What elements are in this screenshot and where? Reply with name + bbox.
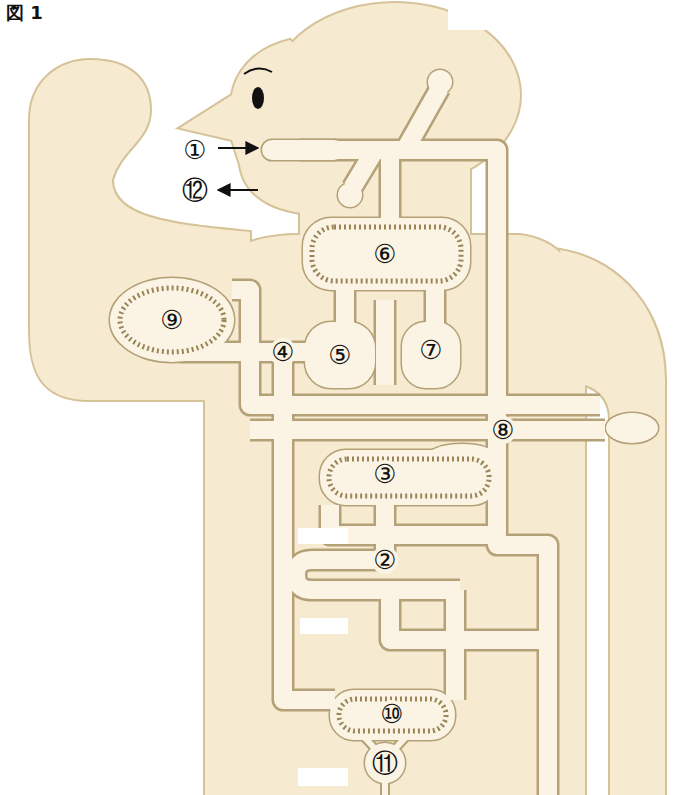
body-fill bbox=[30, 3, 665, 795]
organ-fill bbox=[110, 70, 658, 783]
ureter-outline bbox=[365, 738, 405, 795]
blank-patch bbox=[298, 528, 348, 544]
callout-number: ② bbox=[371, 546, 398, 574]
vessel-outline bbox=[180, 88, 605, 795]
callout-number: ⑤ bbox=[326, 341, 353, 369]
blank-patch bbox=[300, 618, 348, 634]
callout-number: ⑧ bbox=[489, 416, 516, 444]
body-outline bbox=[30, 3, 665, 795]
callout-number: ③ bbox=[371, 460, 398, 488]
callout-number: ⑨ bbox=[158, 306, 185, 334]
callout-number: ⑦ bbox=[417, 336, 444, 364]
organ-outline bbox=[110, 70, 658, 783]
callout-number: ④ bbox=[269, 338, 296, 366]
ureter-fill bbox=[365, 738, 405, 795]
callout-number: ⑫ bbox=[180, 176, 210, 204]
callout-number: ① bbox=[181, 136, 208, 164]
callout-number: ⑥ bbox=[371, 240, 398, 268]
callout-number: ⑩ bbox=[378, 700, 405, 728]
figure-title: 図 1 bbox=[6, 3, 43, 23]
eye bbox=[252, 87, 264, 109]
callout-number: ⑪ bbox=[370, 749, 400, 777]
output-arrow bbox=[218, 189, 258, 191]
intake-arrow bbox=[218, 147, 258, 149]
eyebrow bbox=[244, 68, 272, 74]
vessel-fill bbox=[180, 88, 605, 795]
blank-patch bbox=[298, 768, 348, 786]
capillary-marks bbox=[120, 227, 489, 731]
blank-patch bbox=[448, 0, 506, 30]
